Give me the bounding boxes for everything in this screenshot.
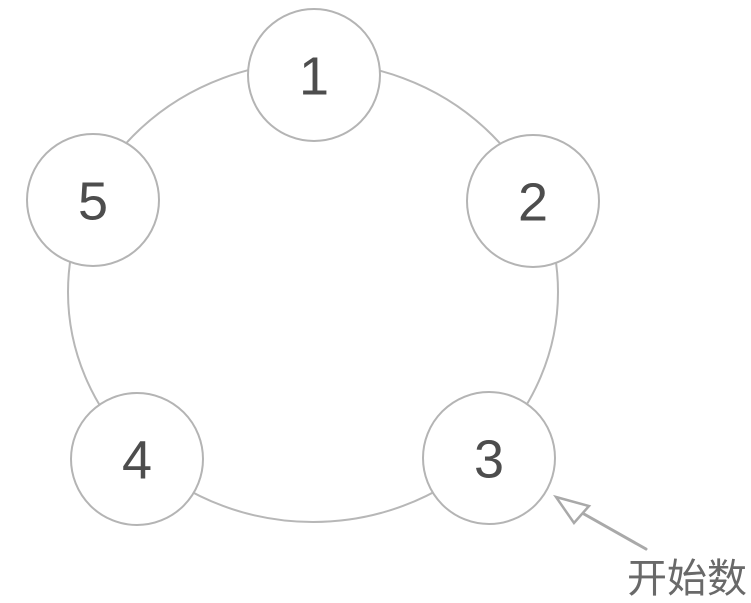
node-5-label: 5 <box>78 171 108 231</box>
node-4-label: 4 <box>122 430 152 490</box>
node-1-circle <box>247 8 381 142</box>
annotation-label: 开始数 <box>627 557 747 601</box>
node-3-label: 3 <box>474 429 504 489</box>
node-4: 4 <box>70 392 204 526</box>
node-1-label: 1 <box>299 46 329 106</box>
arrow-shaft <box>582 512 648 551</box>
node-3: 3 <box>422 391 556 525</box>
node-1: 1 <box>247 8 381 142</box>
arrowhead-icon <box>553 494 592 526</box>
node-5-circle <box>26 133 160 267</box>
start-pointer-arrow <box>553 494 648 551</box>
node-5: 5 <box>26 133 160 267</box>
node-4-circle <box>70 392 204 526</box>
node-2: 2 <box>466 134 600 268</box>
node-2-label: 2 <box>518 172 548 232</box>
node-3-circle <box>422 391 556 525</box>
node-2-circle <box>466 134 600 268</box>
